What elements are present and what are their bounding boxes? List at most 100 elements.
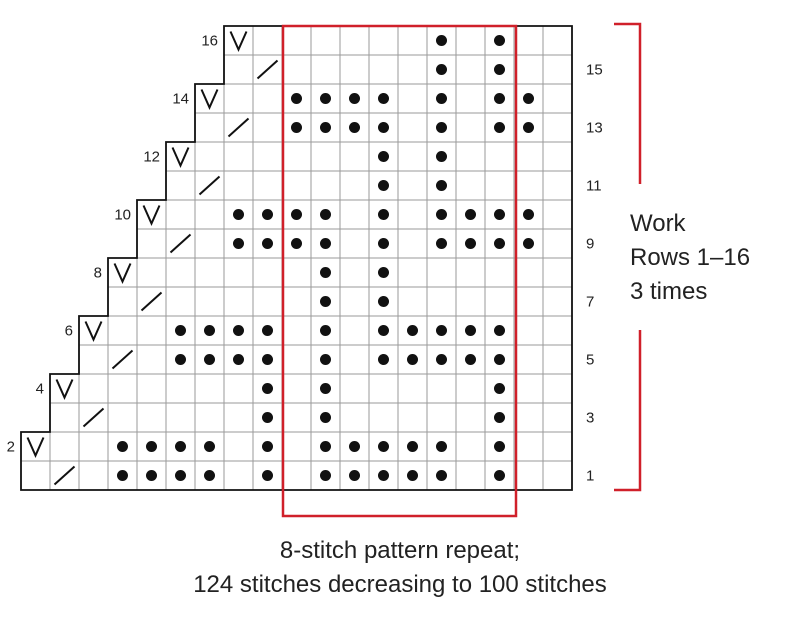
chart-cell (368, 344, 399, 375)
purl-dot-icon (320, 93, 331, 104)
chart-cell (542, 83, 573, 114)
chart-cell (107, 315, 138, 346)
chart-cell (513, 431, 544, 462)
chart-cell (426, 402, 457, 433)
chart-cell (78, 431, 109, 462)
chart-cell (455, 460, 486, 491)
chart-cell (165, 170, 196, 201)
chart-cell (542, 170, 573, 201)
chart-cell (484, 170, 515, 201)
purl-dot-icon (523, 122, 534, 133)
chart-cell (397, 286, 428, 317)
chart-cell (542, 315, 573, 346)
work-note-line-1: Work (630, 210, 686, 237)
chart-cell (136, 402, 167, 433)
row-number-label: 5 (586, 352, 594, 369)
purl-dot-icon (436, 238, 447, 249)
chart-cell (339, 373, 370, 404)
chart-cell (223, 54, 254, 85)
chart-cell (513, 373, 544, 404)
purl-dot-icon (320, 325, 331, 336)
purl-dot-icon (494, 209, 505, 220)
chart-cell (136, 344, 167, 375)
chart-cell (194, 402, 225, 433)
purl-dot-icon (378, 122, 389, 133)
chart-cell (542, 373, 573, 404)
purl-dot-icon (436, 93, 447, 104)
decrease-slash-icon (256, 59, 279, 80)
purl-dot-icon (407, 354, 418, 365)
chart-cell (78, 344, 109, 375)
chart-cell (513, 315, 544, 346)
purl-dot-icon (262, 238, 273, 249)
chart-cell (281, 25, 312, 56)
chart-cell (542, 112, 573, 143)
chart-cell (136, 257, 167, 288)
chart-cell (165, 199, 196, 230)
purl-dot-icon (465, 238, 476, 249)
slip-stitch-v-icon (229, 31, 248, 52)
chart-cell (194, 199, 225, 230)
purl-dot-icon (436, 35, 447, 46)
chart-cell (513, 54, 544, 85)
purl-dot-icon (465, 354, 476, 365)
chart-cell (339, 199, 370, 230)
decrease-slash-icon (140, 291, 163, 312)
chart-cell (136, 228, 167, 259)
chart-cell (310, 54, 341, 85)
chart-cell (455, 257, 486, 288)
chart-cell (368, 402, 399, 433)
purl-dot-icon (436, 441, 447, 452)
purl-dot-icon (117, 470, 128, 481)
chart-cell (252, 141, 283, 172)
chart-cell (223, 257, 254, 288)
chart-cell (194, 373, 225, 404)
chart-cell (252, 257, 283, 288)
purl-dot-icon (349, 122, 360, 133)
purl-dot-icon (494, 412, 505, 423)
purl-dot-icon (494, 383, 505, 394)
rows-bracket-top (614, 22, 642, 184)
purl-dot-icon (175, 470, 186, 481)
chart-cell (281, 170, 312, 201)
purl-dot-icon (320, 296, 331, 307)
purl-dot-icon (204, 354, 215, 365)
chart-cell (339, 54, 370, 85)
purl-dot-icon (378, 441, 389, 452)
decrease-slash-icon (198, 175, 221, 196)
purl-dot-icon (204, 441, 215, 452)
chart-caption: 8-stitch pattern repeat; 124 stitches de… (0, 534, 800, 602)
purl-dot-icon (523, 209, 534, 220)
chart-cell (252, 112, 283, 143)
purl-dot-icon (436, 180, 447, 191)
chart-cell (542, 402, 573, 433)
purl-dot-icon (378, 93, 389, 104)
chart-cell (397, 402, 428, 433)
purl-dot-icon (436, 470, 447, 481)
purl-dot-icon (378, 209, 389, 220)
chart-cell (252, 286, 283, 317)
chart-cell (455, 286, 486, 317)
decrease-slash-icon (227, 117, 250, 138)
chart-cell (397, 54, 428, 85)
chart-cell (513, 286, 544, 317)
purl-dot-icon (291, 93, 302, 104)
purl-dot-icon (465, 325, 476, 336)
purl-dot-icon (494, 35, 505, 46)
slip-stitch-v-icon (113, 263, 132, 284)
slip-stitch-v-icon (171, 147, 190, 168)
chart-cell (339, 141, 370, 172)
chart-cell (513, 257, 544, 288)
purl-dot-icon (262, 383, 273, 394)
purl-dot-icon (436, 325, 447, 336)
caption-line-2: 124 stitches decreasing to 100 stitches (193, 571, 607, 598)
purl-dot-icon (175, 325, 186, 336)
purl-dot-icon (523, 238, 534, 249)
purl-dot-icon (407, 325, 418, 336)
row-number-label: 12 (143, 149, 160, 166)
purl-dot-icon (378, 267, 389, 278)
slip-stitch-v-icon (142, 205, 161, 226)
purl-dot-icon (378, 151, 389, 162)
chart-cell (223, 83, 254, 114)
purl-dot-icon (407, 470, 418, 481)
